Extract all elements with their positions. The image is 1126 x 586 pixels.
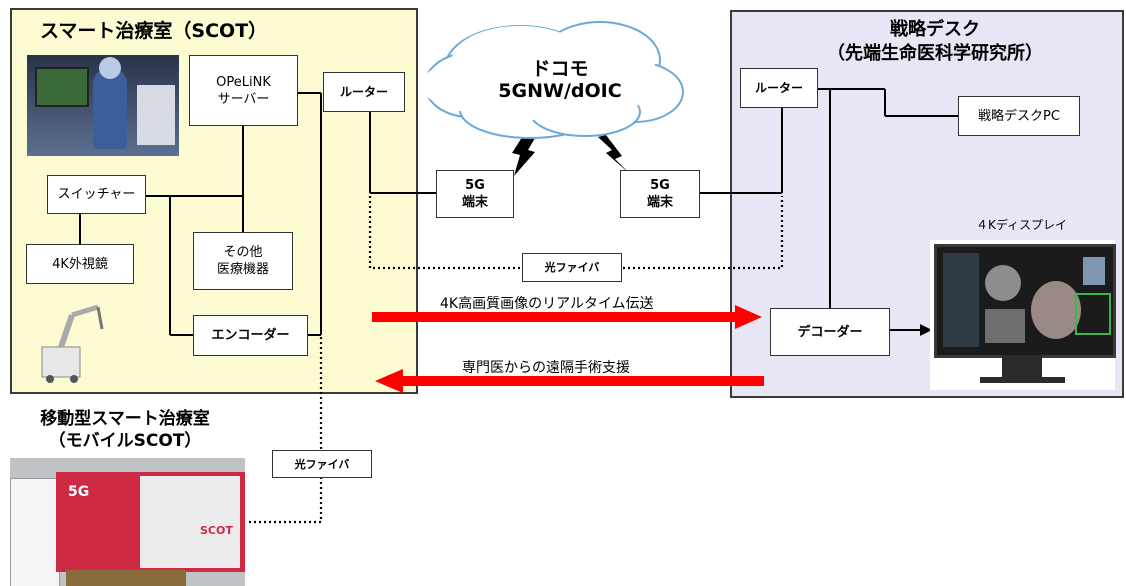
fiber-label-top: 光ファイバ — [522, 253, 622, 282]
truck-scot-text: SCOT — [200, 524, 233, 537]
switcher-label: スイッチャー — [57, 187, 136, 202]
4k-scope-box: 4K外視鏡 — [26, 244, 134, 284]
encoder-box: エンコーダー — [193, 315, 308, 356]
cloud-label: ドコモ 5GNW/dOIC — [440, 58, 680, 102]
5g-terminal-left-line-2: 端末 — [461, 195, 488, 210]
4k-display-monitor — [930, 240, 1116, 390]
other-devices-box: その他 医療機器 — [193, 232, 293, 290]
strategy-desk-pc-label: 戦略デスクPC — [978, 108, 1060, 124]
upstream-flow-label: 4K高画質画像のリアルタイム伝送 — [440, 296, 654, 312]
4k-display-label: ４Kディスプレイ — [976, 218, 1068, 232]
cloud-line-1: ドコモ — [531, 58, 589, 80]
desk-title-line-1: 戦略デスク — [890, 19, 980, 40]
strategy-desk-pc-box: 戦略デスクPC — [958, 96, 1080, 136]
desk-router-box: ルーター — [740, 68, 818, 108]
scot-router-label: ルーター — [339, 84, 388, 99]
robotic-scope-arm-icon — [30, 285, 110, 385]
desk-title-line-2: （先端生命医科学研究所） — [827, 43, 1043, 64]
scot-title: スマート治療室（SCOT） — [40, 20, 268, 42]
decoder-box: デコーダー — [770, 308, 890, 356]
other-devices-line-2: 医療機器 — [216, 262, 269, 277]
truck-5g-text: 5G — [68, 484, 90, 500]
opelink-server-box: OPeLiNK サーバー — [189, 55, 298, 126]
5g-terminal-left-line-1: 5G — [465, 178, 485, 193]
opelink-name: OPeLiNK — [216, 74, 271, 90]
fiber-label-bottom-text: 光ファイバ — [294, 457, 350, 471]
mobile-scot-truck-photo: 5G SCOT — [10, 458, 245, 586]
mobile-scot-title-line-1: 移動型スマート治療室 — [40, 409, 210, 429]
decoder-label: デコーダー — [797, 324, 863, 340]
mobile-scot-title: 移動型スマート治療室 （モバイルSCOT） — [10, 408, 240, 452]
5g-terminal-left: 5G 端末 — [436, 170, 514, 218]
fiber-label-top-text: 光ファイバ — [544, 261, 600, 274]
desk-title: 戦略デスク （先端生命医科学研究所） — [770, 18, 1100, 66]
operating-room-photo — [27, 55, 179, 156]
scot-router-box: ルーター — [323, 72, 405, 112]
switcher-box: スイッチャー — [47, 175, 146, 214]
4k-scope-label: 4K外視鏡 — [52, 256, 108, 272]
5g-terminal-right: 5G 端末 — [620, 170, 700, 218]
5g-terminal-right-line-2: 端末 — [646, 195, 673, 210]
fiber-label-bottom: 光ファイバ — [272, 450, 372, 478]
desk-router-label: ルーター — [754, 80, 803, 95]
encoder-label: エンコーダー — [211, 328, 290, 343]
other-devices-line-1: その他 — [223, 245, 263, 260]
downstream-flow-label: 専門医からの遠隔手術支援 — [462, 360, 630, 376]
cloud-line-2: 5GNW/dOIC — [498, 80, 622, 102]
5g-terminal-right-line-1: 5G — [650, 178, 670, 193]
mobile-scot-title-line-2: （モバイルSCOT） — [48, 431, 202, 451]
opelink-role: サーバー — [217, 91, 270, 107]
